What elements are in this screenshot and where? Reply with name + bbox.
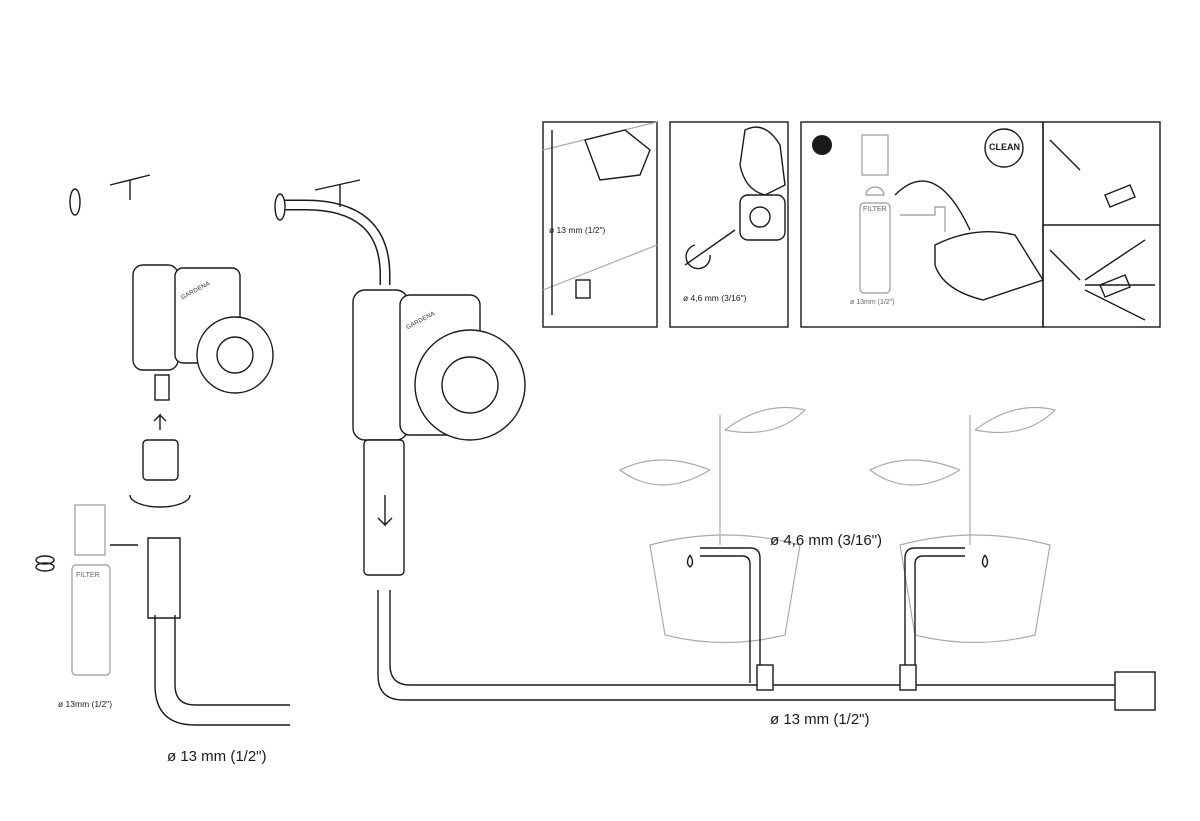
instruction-panel-3: [800, 121, 1045, 328]
main-hose-size: ø 13 mm (1/2"): [770, 711, 870, 728]
drip-lines: [686, 547, 989, 691]
end-cap: [1114, 671, 1156, 711]
main-tap-timer: [274, 179, 1156, 711]
left-tap-timer: [35, 174, 290, 726]
left-filter-size: ø 13mm (1/2"): [58, 699, 113, 709]
adapter: [142, 439, 179, 481]
drip-line-size: ø 4,6 mm (3/16"): [770, 532, 883, 549]
panel3-filter-label: FILTER: [863, 206, 887, 213]
instruction-panel-1: [542, 121, 658, 328]
panel2-size-label: ø 4,6 mm (3/16"): [683, 293, 747, 303]
instruction-panel-4: [1042, 121, 1161, 328]
left-hose-size: ø 13 mm (1/2"): [167, 748, 267, 765]
lightbulb-tip-icon: [812, 135, 832, 155]
panel3-size-label: ø 13mm (1/2"): [850, 299, 895, 306]
clean-badge-label: CLEAN: [989, 142, 1020, 152]
instruction-panel-2: [669, 121, 789, 328]
panel1-size-label: ø 13 mm (1/2"): [549, 225, 606, 235]
clean-badge: [984, 128, 1024, 168]
plant-pots: [618, 406, 1057, 644]
left-filter-label: FILTER: [76, 572, 100, 579]
